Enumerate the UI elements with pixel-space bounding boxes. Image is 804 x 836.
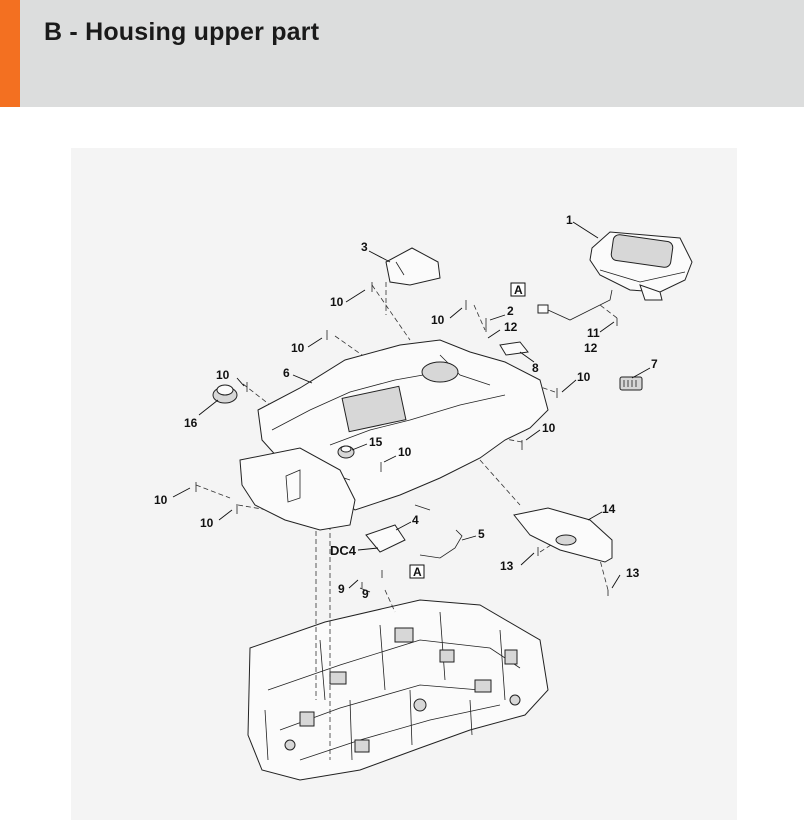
callout-10e: 10 (577, 370, 591, 384)
callout-10f: 10 (542, 421, 556, 435)
connector-ref-a-bottom-label: A (413, 565, 422, 579)
connector-ref-a-top-label: A (514, 283, 523, 297)
page-title: B - Housing upper part (44, 18, 320, 46)
leader-lines (172, 221, 651, 593)
callout-4: 4 (412, 513, 419, 527)
callout-10i: 10 (200, 516, 214, 530)
callout-9a: 9 (338, 582, 345, 596)
callout-labels: 1 2 3 4 5 6 7 8 9 9 10 10 10 10 10 10 10… (154, 213, 658, 601)
callout-7: 7 (651, 357, 658, 371)
part-1-display-unit (589, 231, 693, 301)
callout-6: 6 (283, 366, 290, 380)
part-14-plate (513, 507, 613, 563)
callout-12b: 12 (584, 341, 598, 355)
callout-1: 1 (566, 213, 573, 227)
callout-10b: 10 (431, 313, 445, 327)
callout-14: 14 (602, 502, 616, 516)
callout-dc4: DC4 (330, 543, 357, 558)
part-8-gasket (499, 341, 529, 356)
callout-10a: 10 (330, 295, 344, 309)
cable-connector (537, 304, 549, 314)
header-accent-bar (0, 0, 20, 107)
connector-ref-a-top: A (510, 282, 526, 297)
callout-13b: 13 (626, 566, 640, 580)
callout-9b: 9 (362, 587, 369, 601)
part-5-cable (419, 529, 463, 559)
part-4-board (365, 524, 406, 553)
callout-3: 3 (361, 240, 368, 254)
page-header: B - Housing upper part (0, 0, 804, 107)
connector-ref-a-bottom: A (409, 564, 425, 579)
part-7-label (619, 376, 643, 391)
callout-2: 2 (507, 304, 514, 318)
callout-15: 15 (369, 435, 383, 449)
callout-5: 5 (478, 527, 485, 541)
part-3-bracket (385, 247, 441, 286)
callout-10g: 10 (398, 445, 412, 459)
part-16-knob (212, 384, 238, 404)
screws (195, 282, 618, 596)
callout-8: 8 (532, 361, 539, 375)
chassis-lower-part (247, 599, 549, 781)
housing-upper-cover (239, 339, 549, 531)
callout-16: 16 (184, 416, 198, 430)
display-cable (547, 289, 613, 321)
callout-10d: 10 (216, 368, 230, 382)
callout-11: 11 (587, 326, 600, 340)
callout-13a: 13 (500, 559, 514, 573)
callout-12a: 12 (504, 320, 518, 334)
callout-10h: 10 (154, 493, 168, 507)
part-15-knob (337, 445, 355, 459)
callout-10c: 10 (291, 341, 305, 355)
